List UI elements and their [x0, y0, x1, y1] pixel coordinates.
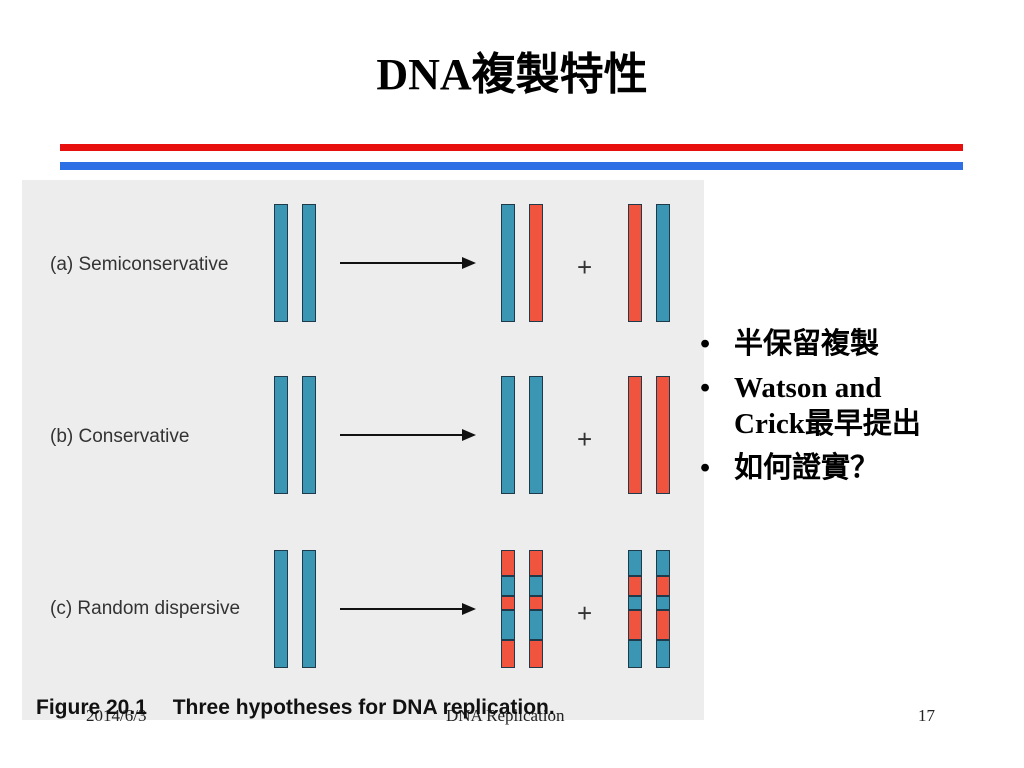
label-random-dispersive: (c) Random dispersive — [50, 598, 241, 619]
row-b-parent-strand-1 — [274, 376, 288, 494]
bullet-text: Watson and Crick最早提出 — [734, 372, 921, 440]
row-c-plus: + — [577, 598, 593, 628]
row-b-daughter2-new-2 — [656, 376, 670, 494]
title-rule-red — [60, 144, 963, 151]
row-a-daughter2-old — [656, 204, 670, 322]
caption-text: Three hypotheses for DNA replication. — [172, 696, 555, 719]
footer-date: 2014/6/3 — [86, 706, 147, 725]
row-c-d1s1-seg5 — [501, 640, 515, 668]
row-c-d1s2-seg3 — [529, 596, 543, 610]
row-b-daughter1-old-2 — [529, 376, 543, 494]
row-c-parent-strand-2 — [302, 550, 316, 668]
bullet-marker: • — [700, 452, 711, 484]
row-c-d1s1-seg3 — [501, 596, 515, 610]
row-a-plus: + — [577, 252, 593, 282]
bullet-item: • 半保留複製 — [700, 326, 940, 362]
row-c-d2s2-seg1 — [656, 550, 670, 576]
row-c-d1s2-seg5 — [529, 640, 543, 668]
row-c-parent-strand-1 — [274, 550, 288, 668]
row-c-d1s1-seg4 — [501, 610, 515, 640]
bullet-text: 如何證實？ — [734, 452, 880, 484]
bullet-marker: • — [700, 328, 711, 360]
row-c-d2s1-seg4 — [628, 610, 642, 640]
footer-center: DNA Replication — [446, 706, 565, 725]
row-b-plus: + — [577, 424, 593, 454]
page-number: 17 — [918, 706, 935, 725]
bullet-item: • Watson and Crick最早提出 — [700, 370, 940, 442]
row-c-arrow — [340, 603, 476, 615]
row-b-parent-strand-2 — [302, 376, 316, 494]
row-c-d1s2-seg1 — [529, 550, 543, 576]
bullet-marker: • — [700, 372, 711, 404]
bullet-text: 半保留複製 — [734, 328, 880, 360]
row-c-d2s2-seg4 — [656, 610, 670, 640]
row-c-d2s2-seg3 — [656, 596, 670, 610]
label-conservative: (b) Conservative — [50, 426, 190, 447]
row-b-arrow — [340, 429, 476, 441]
replication-figure: (a) Semiconservative + (b) Conservative … — [22, 180, 704, 720]
row-c-d2s2-seg2 — [656, 576, 670, 596]
row-b-daughter2-new-1 — [628, 376, 642, 494]
row-a-parent-strand-1 — [274, 204, 288, 322]
row-c-d2s1-seg5 — [628, 640, 642, 668]
row-c-d2s1-seg3 — [628, 596, 642, 610]
row-a-daughter2-new — [628, 204, 642, 322]
figure-caption: Figure 20.1 Three hypotheses for DNA rep… — [36, 696, 555, 720]
row-c-d2s1-seg1 — [628, 550, 642, 576]
row-c-d2s1-seg2 — [628, 576, 642, 596]
row-c-d1s1-seg2 — [501, 576, 515, 596]
bullet-item: • 如何證實？ — [700, 450, 940, 486]
slide-title: DNA複製特性 — [376, 50, 648, 99]
row-c-d1s1-seg1 — [501, 550, 515, 576]
row-c-d1s2-seg4 — [529, 610, 543, 640]
bullet-list: • 半保留複製 • Watson and Crick最早提出 • 如何證實？ — [700, 326, 940, 494]
row-a-parent-strand-2 — [302, 204, 316, 322]
row-c-d1s2-seg2 — [529, 576, 543, 596]
label-semiconservative: (a) Semiconservative — [50, 254, 229, 275]
title-rule-blue — [60, 162, 963, 170]
row-a-arrow — [340, 257, 476, 269]
row-a-daughter1-old — [501, 204, 515, 322]
row-b-daughter1-old-1 — [501, 376, 515, 494]
caption-number: Figure 20.1 — [36, 696, 147, 719]
row-a-daughter1-new — [529, 204, 543, 322]
row-c-d2s2-seg5 — [656, 640, 670, 668]
